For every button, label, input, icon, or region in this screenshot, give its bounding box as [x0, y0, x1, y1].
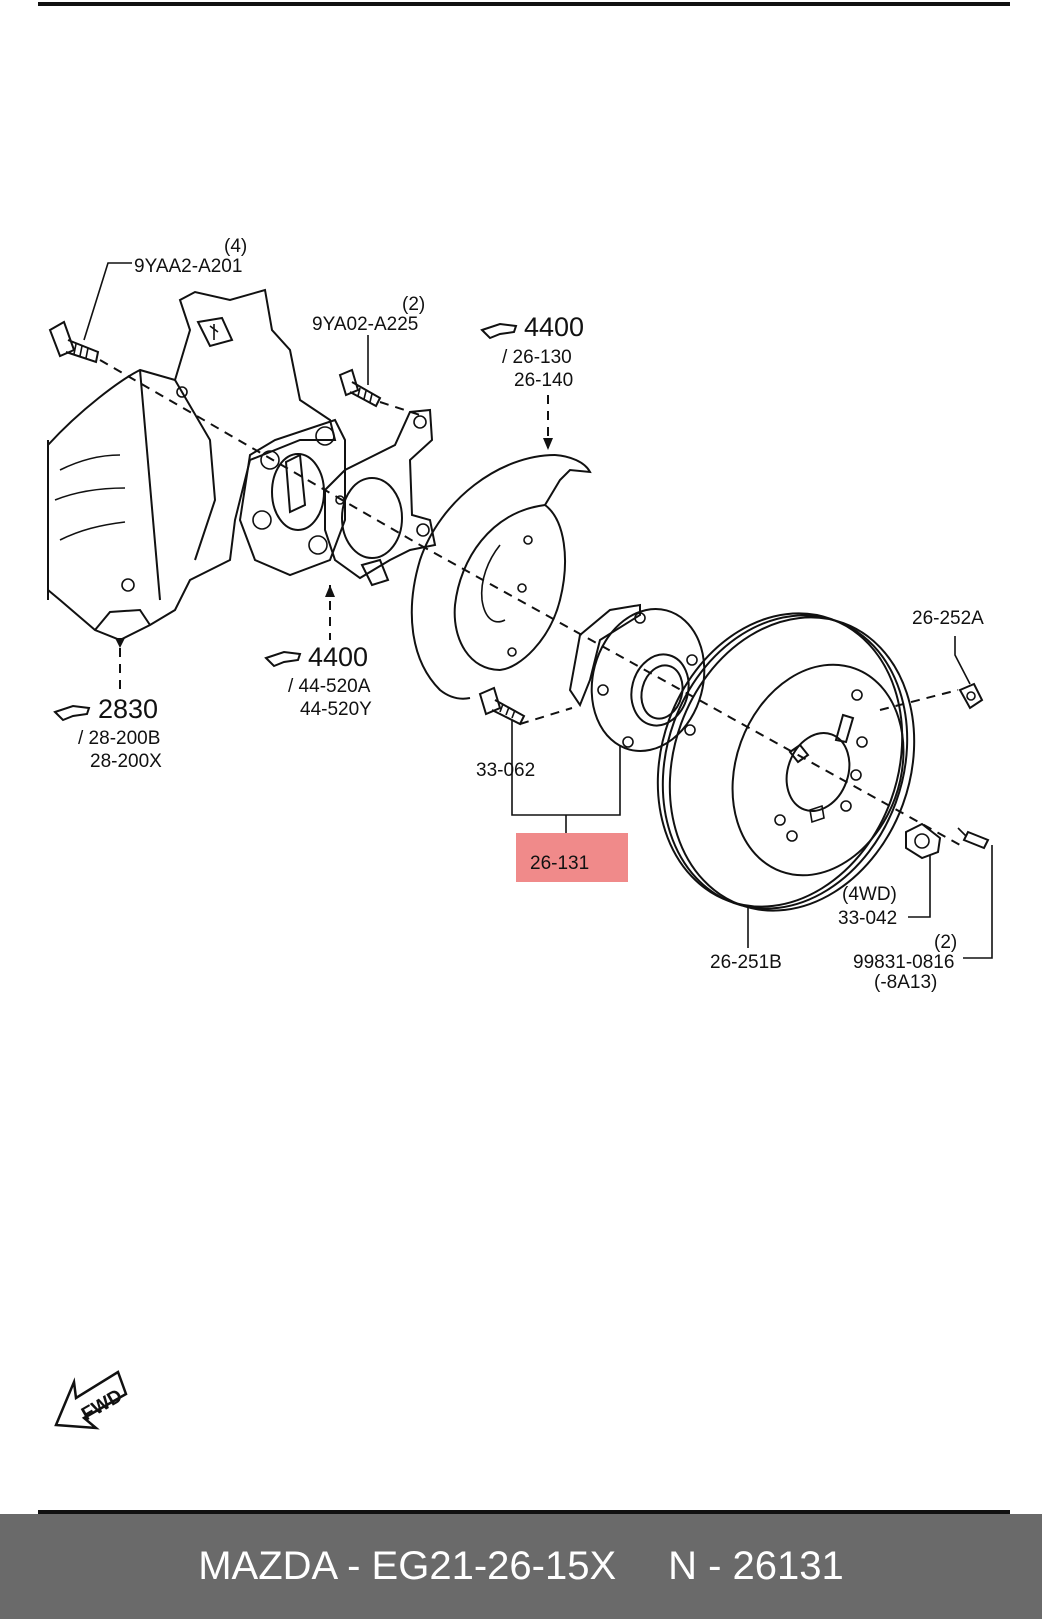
ref-28-200b-label: / 28-200B	[78, 728, 160, 749]
bolt-mid-qty-label: (2)	[402, 294, 425, 315]
knuckle-drawing	[47, 288, 337, 642]
part-highlight-box	[516, 833, 628, 882]
ref-44-520y-label: 44-520Y	[300, 699, 372, 720]
bolt-mid-part-label: 9YA02-A225	[312, 314, 418, 335]
part-33-042-label: 33-042	[838, 908, 897, 929]
caliper-bracket-drawing	[324, 408, 437, 587]
bolt-top-part-label: 9YAA2-A201	[134, 256, 242, 277]
leader-lines	[83, 262, 993, 959]
part-99831-0816-label: 99831-0816	[853, 952, 954, 973]
bolt-top-qty-label: (4)	[224, 236, 247, 257]
dust-shield-drawing	[410, 454, 592, 700]
ref-28-200x-label: 28-200X	[90, 751, 162, 772]
screw-qty-label: (2)	[934, 932, 957, 953]
fasteners-drawing	[48, 320, 990, 860]
dashed-axis-lines	[99, 359, 961, 846]
hand-pointer-icon-mid	[264, 650, 302, 668]
ref-4400-top-label: 4400	[524, 312, 584, 342]
fwd-arrow-icon: FWD	[54, 1370, 128, 1430]
ref-4400-mid-label: 4400	[308, 642, 368, 672]
hub-bearing-drawing	[568, 603, 706, 752]
ref-26-130-label: / 26-130	[502, 347, 572, 368]
footer-bar: MAZDA - EG21-26-15X N - 26131	[0, 1514, 1042, 1619]
part-26-251b-label: 26-251B	[710, 952, 782, 973]
note-4wd-label: (4WD)	[842, 884, 897, 905]
hand-pointer-icon-top	[480, 322, 518, 340]
footer-part-number: MAZDA - EG21-26-15X	[198, 1544, 617, 1588]
exploded-parts-diagram: (4) 9YAA2-A201 (2) 9YA02-A225 4400 / 26-…	[38, 2, 1010, 1514]
part-26-252a-label: 26-252A	[912, 608, 984, 629]
ref-2830-label: 2830	[98, 694, 158, 724]
ref-26-140-label: 26-140	[514, 370, 573, 391]
footer-item-number: N - 26131	[668, 1544, 844, 1588]
ref-44-520a-label: / 44-520A	[288, 676, 371, 697]
part-33-062-label: 33-062	[476, 760, 535, 781]
hand-pointer-icon-left	[53, 704, 91, 722]
part-8a13-label: (-8A13)	[874, 972, 937, 993]
brake-disc-drawing	[656, 612, 916, 912]
part-26-131-label: 26-131	[530, 853, 589, 874]
